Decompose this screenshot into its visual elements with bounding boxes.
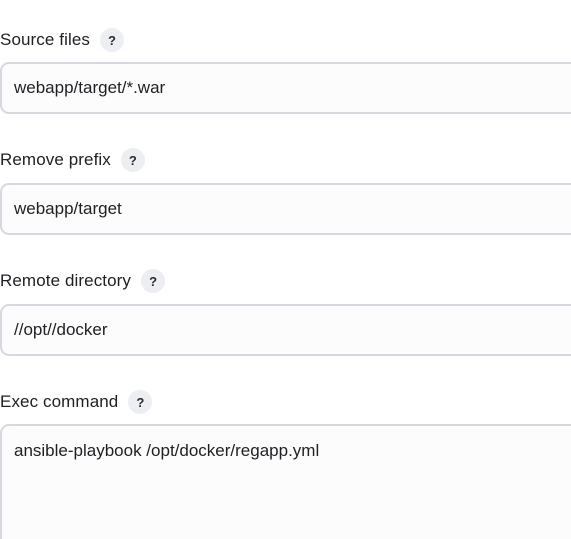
remote-directory-input[interactable]: //opt//docker bbox=[0, 304, 571, 356]
help-icon[interactable]: ? bbox=[128, 390, 153, 414]
remote-directory-label-row: Remote directory ? bbox=[0, 268, 571, 294]
remote-directory-field: Remote directory ? bbox=[0, 268, 571, 294]
source-files-input[interactable]: webapp/target/*.war bbox=[0, 62, 571, 114]
help-icon[interactable]: ? bbox=[100, 28, 125, 52]
remove-prefix-label-row: Remove prefix ? bbox=[0, 147, 571, 173]
source-files-value: webapp/target/*.war bbox=[14, 78, 166, 97]
remote-directory-value: //opt//docker bbox=[14, 320, 108, 339]
remove-prefix-field: Remove prefix ? bbox=[0, 147, 571, 173]
source-files-label-row: Source files ? bbox=[0, 27, 571, 53]
exec-command-label-row: Exec command ? bbox=[0, 389, 571, 415]
source-files-field: Source files ? bbox=[0, 27, 571, 53]
help-icon[interactable]: ? bbox=[120, 148, 145, 172]
remove-prefix-value: webapp/target bbox=[14, 199, 122, 218]
source-files-label: Source files bbox=[0, 30, 91, 49]
remote-directory-label: Remote directory bbox=[0, 271, 132, 290]
help-icon[interactable]: ? bbox=[141, 269, 166, 293]
exec-command-textarea[interactable]: ansible-playbook /opt/docker/regapp.yml bbox=[0, 424, 571, 539]
remove-prefix-input[interactable]: webapp/target bbox=[0, 183, 571, 235]
exec-command-value: ansible-playbook /opt/docker/regapp.yml bbox=[14, 441, 320, 460]
exec-command-label: Exec command bbox=[0, 392, 119, 411]
remove-prefix-label: Remove prefix bbox=[0, 150, 111, 169]
exec-command-field: Exec command ? bbox=[0, 389, 571, 415]
